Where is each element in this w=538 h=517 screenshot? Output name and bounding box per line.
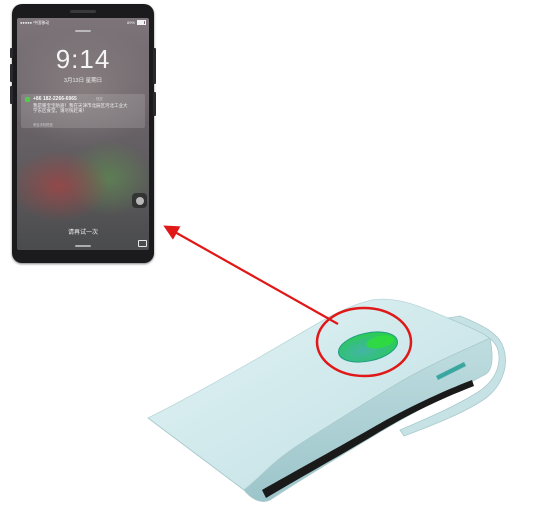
assistive-touch-button[interactable] xyxy=(132,193,147,208)
notification-center-handle[interactable] xyxy=(75,30,91,32)
status-right: 89% xyxy=(127,18,146,27)
indicator-slot xyxy=(435,361,467,381)
lock-screen[interactable]: ●●●●● 中国移动 89% 9:14 3月13日 星期日 +86 182-22… xyxy=(17,18,149,250)
camera-icon[interactable] xyxy=(138,240,147,247)
device-base-strip xyxy=(262,380,474,498)
device-front-face xyxy=(147,337,493,502)
lock-date: 3月13日 星期日 xyxy=(63,78,103,84)
smartphone: ●●●●● 中国移动 89% 9:14 3月13日 星期日 +86 182-22… xyxy=(10,4,156,263)
message-icon xyxy=(25,97,30,102)
status-bar: ●●●●● 中国移动 89% xyxy=(17,18,149,27)
alarm-button-highlight xyxy=(366,335,394,349)
carrier-label: ●●●●● 中国移动 xyxy=(20,20,50,25)
home-indicator[interactable] xyxy=(75,245,91,247)
earpiece-speaker xyxy=(70,10,96,13)
notification-sender: +86 182-2266-6965 xyxy=(33,96,77,102)
touch-id-retry-label: 请再试一次 xyxy=(67,230,98,236)
battery-percent: 89% xyxy=(126,20,135,25)
volume-down-button xyxy=(10,86,13,104)
device-clip xyxy=(399,315,506,437)
lock-clock: 9:14 xyxy=(55,44,111,74)
notification-time: 现在 xyxy=(96,97,103,101)
side-button xyxy=(153,92,156,116)
volume-up-button xyxy=(10,64,13,82)
mute-switch xyxy=(10,48,13,58)
notification-source: 来自手机短信 xyxy=(33,123,53,127)
power-button xyxy=(153,48,156,84)
highlight-circle xyxy=(315,306,413,378)
sms-notification[interactable]: +86 182-2266-6965 现在 我是暖宝宝防盗！我在天津市北辰区河北工… xyxy=(21,94,145,128)
battery-icon xyxy=(137,20,146,25)
annotation-arrow xyxy=(163,225,339,325)
notification-body: 我是暖宝宝防盗！我在天津市北辰区河北工业大学东区食堂。请尽快赶来！ xyxy=(33,103,128,114)
